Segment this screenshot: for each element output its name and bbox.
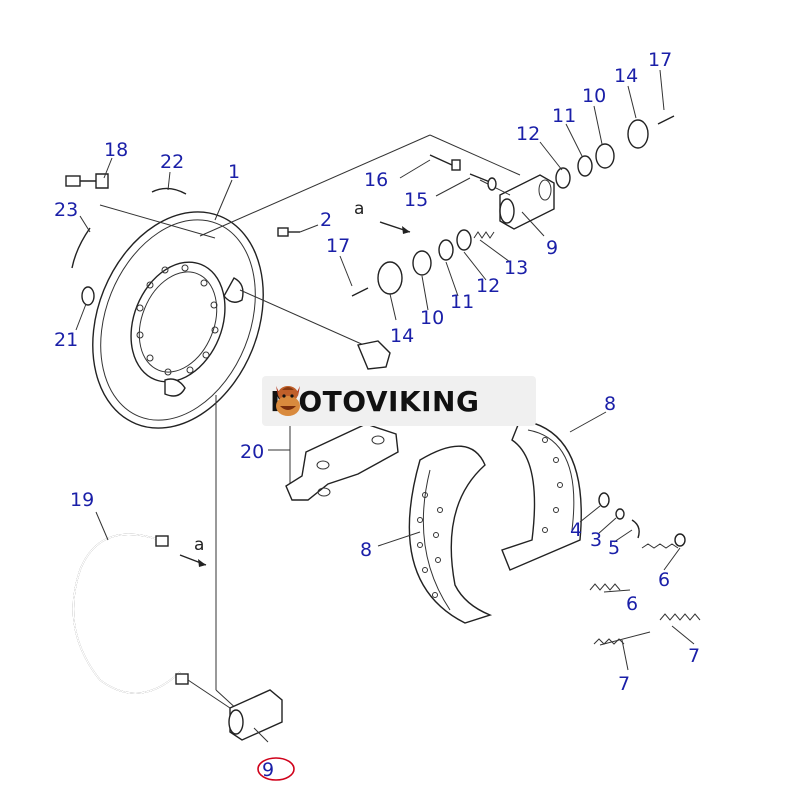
brake-shoe-right [501, 419, 582, 571]
bolt-2 [277, 227, 300, 237]
assembly-axis-lines [99, 134, 521, 713]
piston-kit-left [351, 229, 495, 297]
callout-20: 20 [240, 441, 264, 463]
callout-11a: 11 [552, 105, 576, 127]
callout-12a: 12 [516, 123, 540, 145]
watermark-logo: MOTOVIKING [262, 376, 536, 426]
callout-19: 19 [70, 489, 94, 511]
callout-12b: 12 [476, 275, 500, 297]
brake-shoe-left [408, 445, 493, 624]
anchor-bracket [285, 423, 399, 501]
callout-17b: 17 [326, 235, 350, 257]
wheel-cylinder-lower [187, 679, 283, 741]
callout-16: 16 [364, 169, 388, 191]
callout-14b: 14 [390, 325, 414, 347]
wire-23 [71, 227, 91, 269]
callout-10a: 10 [582, 85, 606, 107]
return-springs-6 [589, 533, 686, 591]
callout-4: 4 [570, 519, 582, 541]
viking-mascot-icon [276, 386, 300, 416]
highlight-circle [257, 757, 295, 781]
callout-8a: 8 [604, 393, 616, 415]
callout-6b: 6 [626, 593, 638, 615]
callout-6a: 6 [658, 569, 670, 591]
plug-21 [81, 286, 95, 306]
callout-14a: 14 [614, 65, 638, 87]
bleeder-screw [429, 154, 461, 171]
callout-7b: 7 [618, 673, 630, 695]
callout-22: 22 [160, 151, 184, 173]
return-springs-7 [593, 613, 701, 646]
watermark-text: MOTOVIKING [270, 384, 480, 418]
callout-13: 13 [504, 257, 528, 279]
callout-1: 1 [228, 161, 240, 183]
callout-9a: 9 [546, 237, 558, 259]
callout-11b: 11 [450, 291, 474, 313]
callout-7a: 7 [688, 645, 700, 667]
callout-2: 2 [320, 209, 332, 231]
arrow-label-a-bottom: a [194, 535, 204, 555]
callout-5: 5 [608, 537, 620, 559]
brake-hose [72, 533, 189, 694]
backing-plate [92, 211, 264, 429]
callout-10b: 10 [420, 307, 444, 329]
callout-18: 18 [104, 139, 128, 161]
callout-21: 21 [54, 329, 78, 351]
spring-clip-22 [151, 187, 187, 195]
direction-arrow-a-bottom [179, 554, 207, 567]
fitting-15 [469, 173, 497, 191]
washer-4 [598, 492, 610, 508]
callout-23: 23 [54, 199, 78, 221]
clip-5 [631, 519, 640, 539]
callout-9b: 9 [262, 759, 274, 781]
arrow-label-a-top: a [354, 199, 364, 219]
callout-3: 3 [590, 529, 602, 551]
wheel-cylinder-upper [479, 174, 555, 230]
callout-leaders [75, 69, 695, 743]
callout-numbers: 1 2 3 4 5 6 6 7 7 8 8 9 9 10 10 11 11 12… [54, 49, 700, 781]
piston-kit-right [555, 115, 675, 189]
pin-3 [615, 508, 625, 520]
callout-15: 15 [404, 189, 428, 211]
callout-17a: 17 [648, 49, 672, 71]
bolt-18 [65, 173, 109, 189]
callout-8b: 8 [360, 539, 372, 561]
direction-arrow-a-top [379, 221, 411, 234]
